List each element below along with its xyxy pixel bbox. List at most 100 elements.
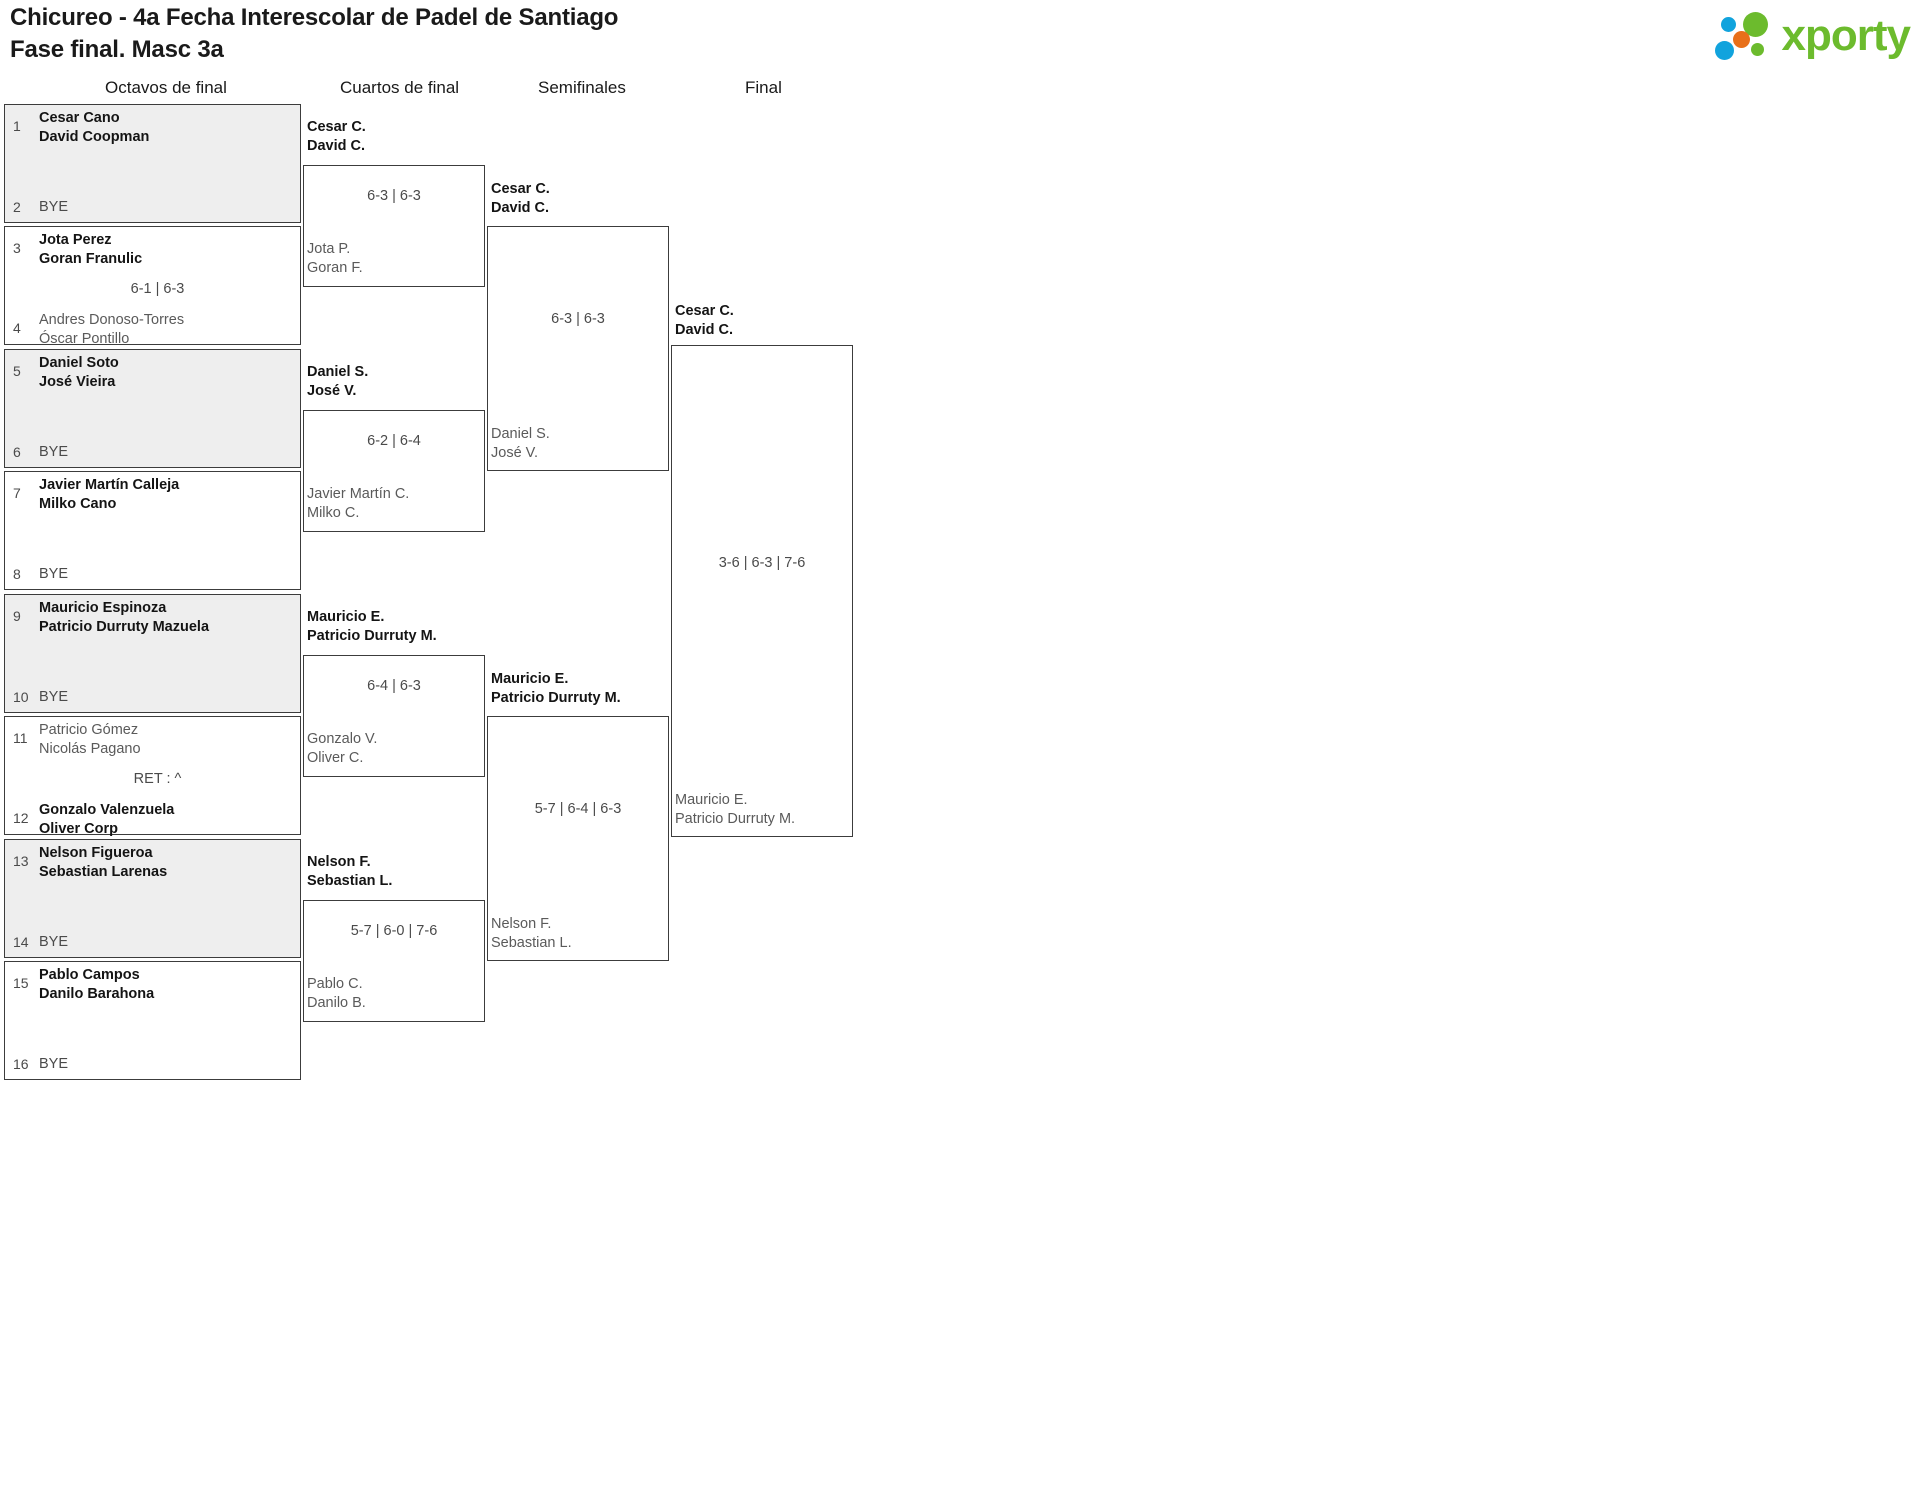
seed-number: 9 (13, 608, 21, 624)
r1-slot-bottom: 16 BYE (13, 1055, 68, 1074)
seed-number: 5 (13, 363, 21, 379)
r1-match-4[interactable]: 7 Javier Martín Calleja Milko Cano 8 BYE (4, 471, 301, 590)
player-line-1: Nelson Figueroa (39, 845, 153, 861)
player-line-2: Sebastian L. (491, 935, 572, 951)
player-names: Jota Perez Goran Franulic (39, 231, 294, 269)
r1-slot-bottom: 2 BYE (13, 198, 68, 217)
seed-number: 1 (13, 118, 21, 134)
player-line-1: Jota Perez (39, 232, 112, 248)
player-line-2: David C. (491, 200, 550, 216)
seed-number: 10 (13, 689, 29, 705)
match-score: RET : ^ (133, 771, 182, 787)
xporty-logo[interactable]: xporty (1714, 8, 1911, 64)
player-line-2: Nicolás Pagano (39, 741, 141, 757)
player-line-1: Cesar C. (307, 119, 366, 135)
player-line-1: Gonzalo V. (307, 731, 378, 747)
r1-slot-top: 9 Mauricio Espinoza Patricio Durruty Maz… (13, 599, 294, 637)
player-names: Daniel Soto José Vieira (39, 354, 294, 392)
player-line-2: Goran Franulic (39, 251, 143, 267)
r1-slot-bottom: 14 BYE (13, 933, 68, 952)
r1-slot-top: 7 Javier Martín Calleja Milko Cano (13, 476, 294, 514)
logo-wordmark: xporty (1781, 11, 1911, 60)
r3-match-1-score: 6-3 | 6-3 (551, 311, 605, 327)
r3-match-2-top-names: Mauricio E. Patricio Durruty M. (491, 670, 621, 708)
tournament-title-line-1: Chicureo - 4a Fecha Interescolar de Pade… (10, 4, 619, 31)
r1-match-2[interactable]: 3 Jota Perez Goran Franulic 6-1 | 6-3 4 … (4, 226, 301, 347)
r2-match-3-top-names: Mauricio E. Patricio Durruty M. (307, 608, 437, 646)
seed-number: 15 (13, 975, 29, 991)
r2-connector-1 (303, 165, 485, 287)
player-names: Nelson Figueroa Sebastian Larenas (39, 844, 294, 882)
r2-match-1-top-names: Cesar C. David C. (307, 118, 366, 156)
r1-slot-bottom: 4 Andres Donoso-Torres Óscar Pontillo (13, 311, 294, 349)
player-line-2: Goran F. (307, 260, 363, 276)
player-names: BYE (39, 689, 69, 705)
r4-match-score: 3-6 | 6-3 | 7-6 (718, 555, 806, 571)
r1-slot-top: 3 Jota Perez Goran Franulic (13, 231, 294, 269)
r1-slot-top: 5 Daniel Soto José Vieira (13, 354, 294, 392)
player-names: Gonzalo Valenzuela Oliver Corp (39, 801, 294, 839)
player-line-1: Daniel S. (307, 364, 369, 380)
player-line-2: David Coopman (39, 129, 150, 145)
r1-match-3[interactable]: 5 Daniel Soto José Vieira 6 BYE (4, 349, 301, 468)
seed-number: 3 (13, 240, 21, 256)
player-line-1: Javier Martín Calleja (39, 477, 180, 493)
player-line-2: David C. (307, 138, 366, 154)
player-line-1: Mauricio Espinoza (39, 600, 167, 616)
player-line-2: Patricio Durruty M. (307, 628, 437, 644)
r1-match-5[interactable]: 9 Mauricio Espinoza Patricio Durruty Maz… (4, 594, 301, 713)
player-names: BYE (39, 1056, 69, 1072)
r1-match-7[interactable]: 13 Nelson Figueroa Sebastian Larenas 14 … (4, 839, 301, 958)
r3-match-2-score: 5-7 | 6-4 | 6-3 (534, 801, 622, 817)
player-line-1: Jota P. (307, 241, 351, 257)
r4-champion-names: Cesar C. David C. (675, 302, 734, 340)
r3-match-1-bottom-names: Daniel S. José V. (491, 425, 550, 463)
page-title: Chicureo - 4a Fecha Interescolar de Pade… (10, 2, 1210, 66)
r3-match-2-bottom-names: Nelson F. Sebastian L. (491, 915, 572, 953)
round-heading-semifinales: Semifinales (538, 78, 626, 97)
round-heading-final: Final (745, 78, 782, 97)
tournament-title-line-2: Fase final. Masc 3a (10, 36, 224, 63)
player-line-1: Mauricio E. (491, 671, 569, 687)
seed-number: 13 (13, 853, 29, 869)
seed-number: 8 (13, 566, 21, 582)
round-heading-cuartos: Cuartos de final (340, 78, 460, 97)
player-line-2: Milko C. (307, 505, 360, 521)
player-line-2: José V. (307, 383, 357, 399)
round-heading-octavos: Octavos de final (105, 78, 227, 97)
player-names: Pablo Campos Danilo Barahona (39, 966, 294, 1004)
r1-slot-bottom: 8 BYE (13, 565, 68, 584)
r3-connector-2 (487, 716, 669, 961)
player-line-1: Patricio Gómez (39, 722, 139, 738)
seed-number: 11 (13, 730, 28, 746)
seed-number: 12 (13, 810, 29, 826)
player-line-1: Cesar Cano (39, 110, 120, 126)
r1-slot-top: 15 Pablo Campos Danilo Barahona (13, 966, 294, 1004)
match-score: 6-1 | 6-3 (130, 281, 185, 297)
player-line-2: Sebastian L. (307, 873, 393, 889)
r2-connector-3 (303, 655, 485, 777)
player-names: Mauricio Espinoza Patricio Durruty Mazue… (39, 599, 294, 637)
r1-slot-top: 1 Cesar Cano David Coopman (13, 109, 294, 147)
player-line-1: Cesar C. (491, 181, 550, 197)
player-line-1: Nelson F. (307, 854, 371, 870)
r1-slot-top: 11 Patricio Gómez Nicolás Pagano (13, 721, 294, 759)
player-names: BYE (39, 566, 69, 582)
seed-number: 7 (13, 485, 21, 501)
player-line-2: José Vieira (39, 374, 116, 390)
player-line-2: Patricio Durruty M. (675, 811, 796, 827)
seed-number: 16 (13, 1056, 29, 1072)
r1-slot-bottom: 10 BYE (13, 688, 68, 707)
player-line-2: Sebastian Larenas (39, 864, 168, 880)
player-names: Andres Donoso-Torres Óscar Pontillo (39, 311, 294, 349)
player-line-1: Pablo Campos (39, 967, 140, 983)
r1-match-6[interactable]: 11 Patricio Gómez Nicolás Pagano RET : ^… (4, 716, 301, 837)
player-line-1: Mauricio E. (675, 792, 748, 808)
player-line-2: Danilo Barahona (39, 986, 155, 1002)
r1-slot-bottom: 6 BYE (13, 443, 68, 462)
r1-slot-bottom: 12 Gonzalo Valenzuela Oliver Corp (13, 801, 294, 839)
r1-match-1[interactable]: 1 Cesar Cano David Coopman 2 BYE (4, 104, 301, 223)
r1-match-8[interactable]: 15 Pablo Campos Danilo Barahona 16 BYE (4, 961, 301, 1080)
player-line-1: Javier Martín C. (307, 486, 410, 502)
